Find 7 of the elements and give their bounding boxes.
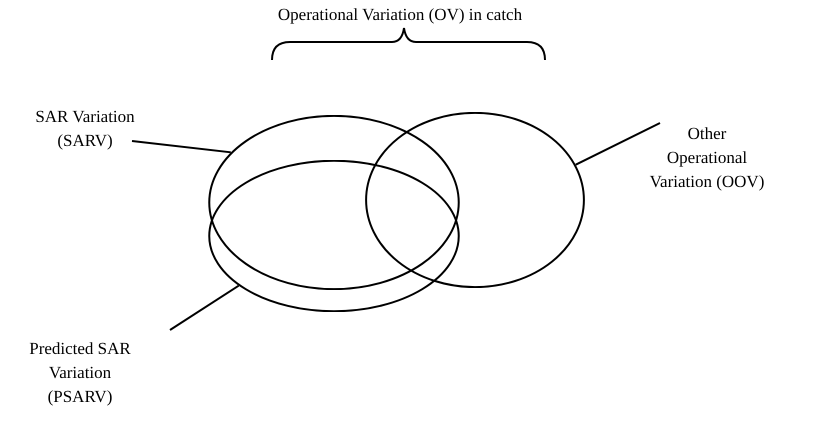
leader-line (575, 122, 660, 166)
variation-label: Predicted SAR Variation (PSARV) (25, 323, 135, 423)
leader-line (169, 284, 240, 331)
variation-label: Other Operational Variation (OOV) (648, 108, 766, 208)
variation-label: SAR Variation (SARV) (35, 90, 135, 168)
leader-line (132, 140, 231, 154)
brace-label: Operational Variation (OV) in catch (276, 4, 524, 26)
